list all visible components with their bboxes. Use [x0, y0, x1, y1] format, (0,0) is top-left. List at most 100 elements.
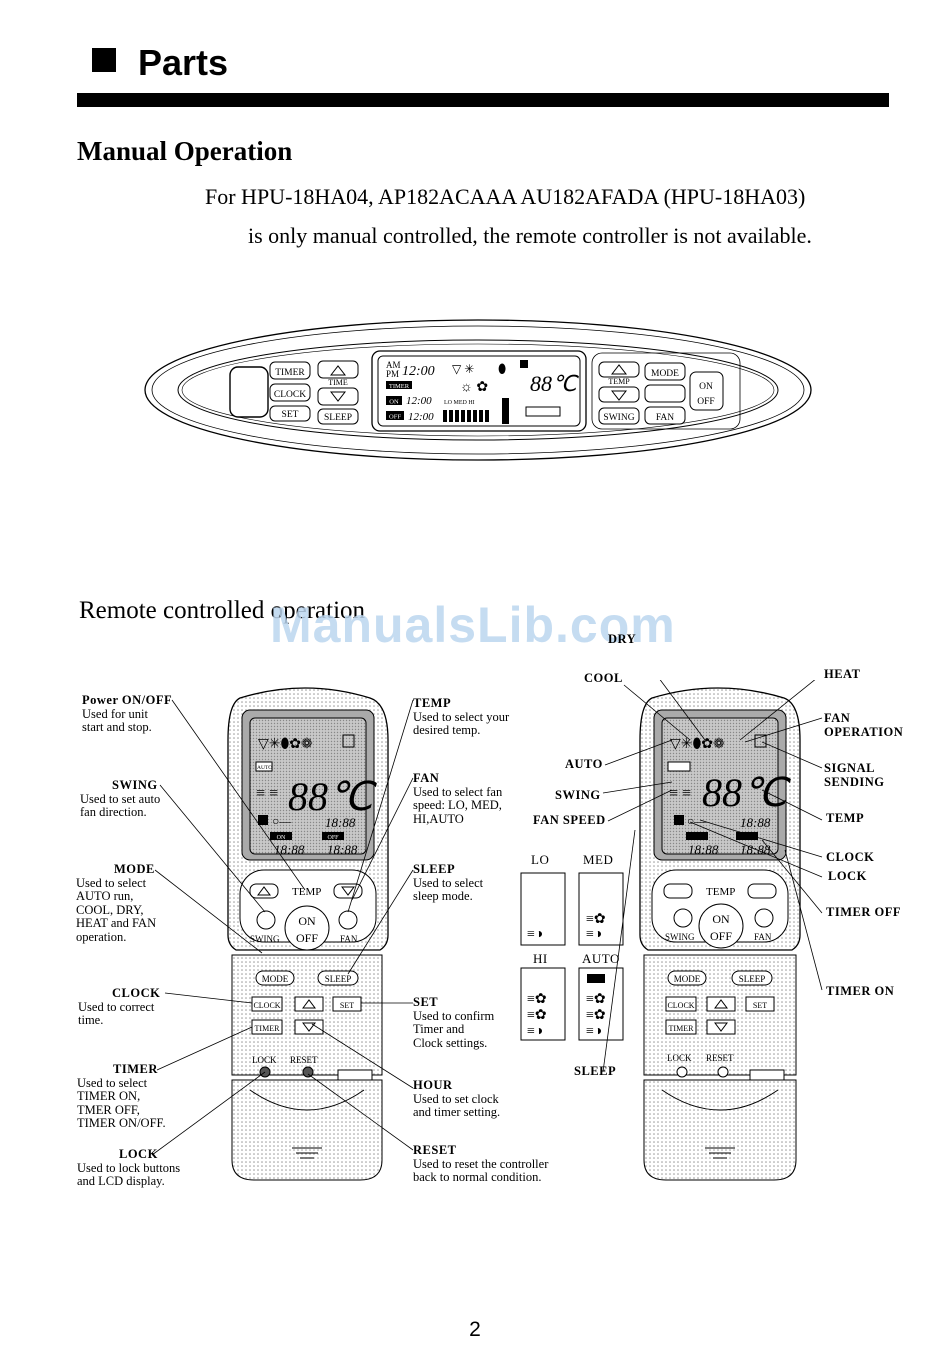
panel-clock-button[interactable]: CLOCK [269, 383, 311, 402]
svg-text:LOCK: LOCK [252, 1055, 277, 1065]
svg-text:CLOCK: CLOCK [667, 1001, 694, 1010]
title-rule [77, 93, 889, 107]
svg-text:AUTO: AUTO [257, 765, 272, 771]
svg-text:LO MED HI: LO MED HI [444, 400, 475, 406]
svg-text:AM: AM [386, 360, 401, 370]
svg-text:12:00: 12:00 [408, 411, 434, 423]
svg-text:≡✿: ≡✿ [586, 1008, 606, 1023]
square-bullet-icon [92, 48, 116, 72]
svg-text:MODE: MODE [651, 369, 679, 379]
svg-text:ON: ON [712, 912, 730, 926]
svg-text:≡◑: ≡◑ [586, 927, 602, 942]
panel-on-off-button[interactable]: ON OFF [689, 371, 724, 411]
svg-text:FAN: FAN [340, 934, 358, 944]
svg-text:SET: SET [282, 410, 299, 420]
svg-text:MODE: MODE [262, 974, 289, 984]
lcd-fan-speed-icons: ≡ ≡ [256, 785, 278, 802]
panel-temp-label: TEMP [608, 377, 630, 386]
page-number: 2 [469, 1318, 481, 1341]
svg-text:TEMP: TEMP [706, 886, 735, 898]
svg-text:MODE: MODE [674, 974, 701, 984]
callout-auto: AUTO [565, 757, 603, 771]
svg-text:ON: ON [298, 914, 316, 928]
svg-text:SLEEP: SLEEP [325, 974, 352, 984]
panel-power-button[interactable] [229, 366, 269, 418]
callout-cool: COOL [584, 671, 623, 685]
panel-timer-button[interactable]: TIMER [269, 361, 311, 380]
svg-text:≡ ≡: ≡ ≡ [669, 785, 691, 802]
svg-text:ON: ON [277, 835, 286, 841]
svg-text:SET: SET [340, 1001, 354, 1010]
svg-text:TIMER: TIMER [389, 383, 410, 390]
svg-text:SWING: SWING [250, 934, 280, 944]
panel-temp-up-button[interactable] [598, 361, 640, 378]
svg-text:88℃: 88℃ [702, 770, 791, 815]
panel-display: AM PM 12:00 TIMER ON 12:00 OFF 12:00 ▽ ✳… [371, 350, 587, 432]
svg-text:SET: SET [753, 1001, 767, 1010]
svg-text:ON: ON [389, 399, 399, 406]
svg-text:≡◑: ≡◑ [527, 1024, 543, 1039]
svg-text:OFF: OFF [327, 835, 339, 841]
manual-note-line-2: is only manual controlled, the remote co… [248, 223, 812, 248]
panel-sleep-button[interactable]: SLEEP [317, 408, 359, 425]
panel-time-label: TIME [328, 378, 348, 387]
panel-temp-down-button[interactable] [598, 386, 640, 403]
svg-text:18:88: 18:88 [327, 842, 358, 857]
panel-swing-button[interactable]: SWING [598, 407, 640, 425]
section-title: Parts [92, 42, 228, 84]
manual-note-line-1: For HPU-18HA04, AP182ACAAA AU182AFADA (H… [205, 184, 806, 209]
watermark: ManualsLib.com [270, 597, 676, 653]
svg-text:OFF: OFF [697, 397, 714, 407]
svg-text:12:00: 12:00 [406, 395, 432, 407]
svg-text:RESET: RESET [706, 1053, 734, 1063]
svg-text:88℃: 88℃ [530, 371, 579, 396]
svg-text:OFF: OFF [296, 931, 318, 945]
lcd-mode-icons: ▽✳⬮✿❁ [258, 737, 313, 752]
svg-text:RESET: RESET [290, 1055, 318, 1065]
svg-text:SWING: SWING [603, 413, 634, 423]
callout-timer-off: TIMER OFF [826, 905, 901, 919]
fan-speed-icons: ≡◑ ≡✿≡◑ ≡✿≡✿≡◑ ≡✿≡✿≡◑ [520, 872, 624, 1041]
sun-icon: ☼ ✿ [460, 380, 488, 395]
panel-time-up-button[interactable] [317, 360, 359, 379]
fan-speed-med: MED [583, 852, 614, 867]
panel-time-down-button[interactable] [317, 387, 359, 406]
svg-text:≡✿: ≡✿ [586, 992, 606, 1007]
svg-text:18:88: 18:88 [740, 815, 771, 830]
fan-speed-lo: LO [531, 852, 550, 867]
svg-text:TEMP: TEMP [292, 886, 321, 898]
panel-blank-button[interactable] [644, 384, 686, 403]
svg-text:CLOCK: CLOCK [253, 1001, 280, 1010]
svg-text:18:88: 18:88 [325, 815, 356, 830]
callout-swing: SWING [555, 788, 601, 802]
manual-control-panel: TIMER CLOCK SET TIME SLEEP AM PM 12:00 T… [144, 319, 812, 461]
left-leader-lines [151, 699, 414, 1156]
svg-text:12:00: 12:00 [402, 364, 435, 379]
callout-timer-on: TIMER ON [826, 984, 895, 998]
signal-icon [520, 360, 528, 368]
cool-icon: ▽ ✳ [452, 362, 474, 376]
svg-text:ON: ON [699, 382, 713, 392]
svg-text:TIMER: TIMER [669, 1024, 695, 1033]
callout-clock: CLOCK [826, 850, 875, 864]
panel-fan-button[interactable]: FAN [644, 406, 686, 425]
svg-text:18:88: 18:88 [274, 842, 305, 857]
svg-text:18:88: 18:88 [688, 842, 719, 857]
svg-text:○—: ○— [272, 814, 292, 828]
svg-text:≡◑: ≡◑ [527, 927, 543, 942]
panel-mode-button[interactable]: MODE [644, 362, 686, 381]
svg-text:PM: PM [386, 369, 399, 379]
panel-set-button[interactable]: SET [269, 405, 311, 422]
remote-left: ▽✳⬮✿❁ AUTO ≡ ≡ 88℃ ○— 18:88 ON OFF 18:88… [227, 687, 389, 1181]
fan-speed-hi: HI [533, 951, 548, 966]
